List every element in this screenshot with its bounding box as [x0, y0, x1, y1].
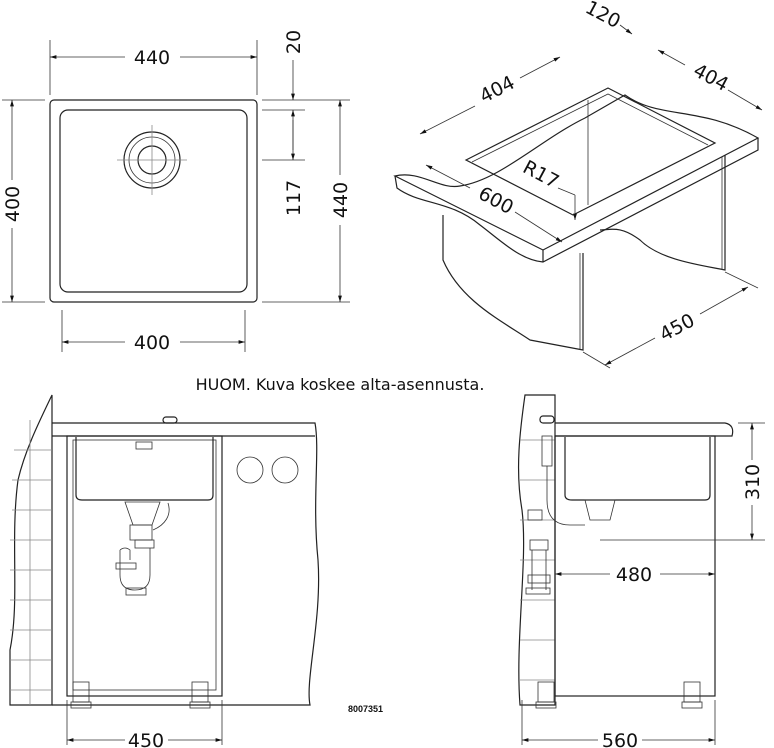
cabinet-legs	[70, 681, 211, 709]
sink-inner-outline	[59, 109, 248, 293]
dim-radius: R17	[519, 156, 562, 193]
dim-countertop: 600	[475, 182, 517, 218]
cabinet	[554, 435, 716, 697]
countertop-front	[52, 422, 320, 706]
dim-cabinet-width: 450	[128, 730, 164, 748]
countertop-side	[555, 422, 734, 437]
cabinet-legs	[535, 681, 703, 709]
dim-offset: 120	[582, 0, 624, 33]
dim-depth-a: 404	[476, 72, 518, 108]
wall	[9, 394, 53, 706]
countertop-top	[393, 94, 760, 251]
installation-note: HUOM. Kuva koskee alta-asennusta.	[196, 375, 485, 394]
dim-rim-offset: 20	[283, 30, 305, 54]
dim-cabinet: 450	[656, 309, 698, 345]
sink-opening	[464, 87, 717, 216]
dim-width-outer: 440	[134, 47, 170, 69]
dim-height: 310	[742, 464, 764, 500]
siphon-side-icon	[525, 435, 616, 595]
siphon-icon	[115, 501, 170, 596]
dim-height-outer: 440	[330, 182, 352, 218]
top-view: 440 400 400 20 117 440	[2, 30, 352, 354]
socket-icon	[271, 456, 299, 484]
dim-width-inner: 400	[134, 332, 170, 354]
wall	[517, 394, 556, 706]
tap-hole	[539, 415, 555, 424]
isometric-view: 404 120 404 600 R17 450	[393, 0, 763, 369]
sink-bowl	[564, 437, 711, 501]
sink-outer-outline	[49, 99, 258, 303]
socket-icon	[236, 456, 264, 484]
cabinet	[66, 435, 223, 697]
dim-height-inner: 400	[2, 186, 24, 222]
front-view: 450	[9, 394, 320, 748]
dim-depth-b: 404	[690, 59, 732, 95]
side-view: 310 480 560	[517, 394, 765, 748]
product-code: 8007351	[348, 704, 383, 714]
dim-cabinet-depth: 560	[602, 730, 638, 748]
dim-drain-offset: 117	[283, 180, 305, 216]
sink-bowl	[75, 437, 214, 501]
tap-hole	[162, 416, 178, 424]
dim-drain-distance: 480	[616, 564, 652, 586]
drain-icon	[117, 125, 187, 195]
